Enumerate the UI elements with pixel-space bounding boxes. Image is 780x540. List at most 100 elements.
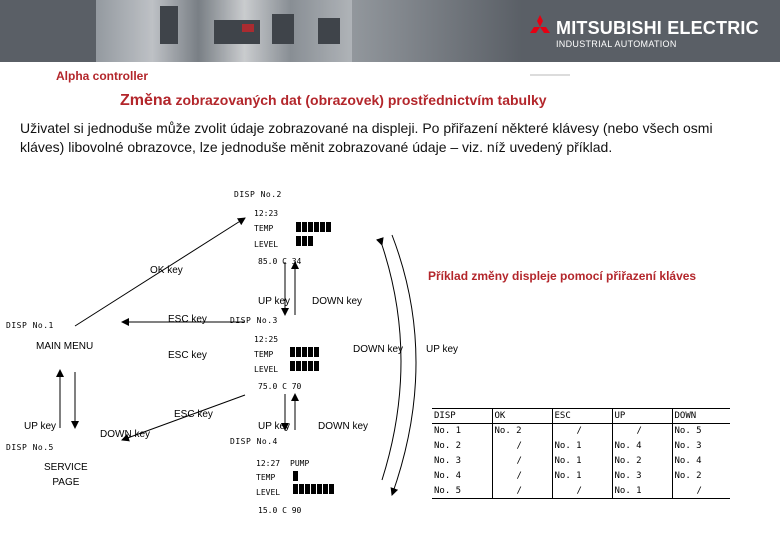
disp4-level-bar (293, 484, 334, 494)
table-cell: / (491, 438, 552, 454)
bar-segment (293, 484, 298, 494)
disp3-value: 75.0 C 70 (258, 382, 302, 391)
table-cell: No. 1 (434, 426, 462, 437)
bar-segment (326, 222, 331, 232)
disp5-name: DISP No.5 (6, 443, 54, 452)
bar-segment (308, 236, 313, 246)
disp1-name: DISP No.1 (6, 321, 54, 330)
table-cell: / (611, 423, 672, 439)
bar-segment (308, 222, 313, 232)
disp4-time: 12:27 (256, 459, 281, 468)
esc-arrow-2 (121, 394, 246, 442)
disp3-time: 12:25 (254, 335, 279, 344)
bar-segment (314, 347, 319, 357)
header-up: UP (611, 408, 672, 424)
table-cell: No. 5 (671, 423, 730, 439)
table-row: No. 3 / No. 1 No. 2 No. 4 (432, 453, 730, 469)
disp2-temp-bar (296, 222, 331, 232)
disp4-temp-label: TEMP (256, 473, 276, 482)
bar-segment (302, 347, 307, 357)
bar-segment (302, 222, 307, 232)
bar-segment (296, 222, 301, 232)
table-header-row: DISP OK ESC UP DOWN (432, 408, 730, 424)
mitsubishi-logo-icon (530, 15, 550, 33)
table-cell: No. 3 (671, 438, 730, 454)
bar-segment (305, 484, 310, 494)
intro-paragraph: Uživatel si jednoduše může zvolit údaje … (20, 120, 713, 155)
table-cell: No. 2 (434, 441, 462, 451)
disp3-level-bar (290, 361, 319, 371)
disp4-temp-bar (293, 471, 298, 481)
up-key-label-1: UP key (258, 296, 291, 307)
disp2-level-label: LEVEL (254, 240, 279, 249)
down-loop-arrow (376, 237, 402, 481)
bar-segment (296, 347, 301, 357)
esc-key-label-2: ESC key (168, 350, 207, 361)
table-cell: No. 2 (671, 468, 730, 484)
disp1-content: MAIN MENU (36, 341, 94, 352)
slide-heading: Změna zobrazovaných dat (obrazovek) pros… (120, 92, 547, 110)
down-key-label-2: DOWN key (353, 344, 403, 355)
ok-key-label: OK key (150, 265, 183, 276)
bar-segment (317, 484, 322, 494)
down-key-label-1: DOWN key (312, 296, 362, 307)
disp3-temp-bar (290, 347, 319, 357)
bar-segment (293, 471, 298, 481)
brand-subtitle: INDUSTRIAL AUTOMATION (556, 39, 677, 49)
table-cell: No. 3 (611, 468, 672, 484)
product-photo-strip (96, 0, 352, 62)
bar-segment (320, 222, 325, 232)
disp3-temp-label: TEMP (254, 350, 274, 359)
diagram-caption: Příklad změny displeje pomocí přiřazení … (428, 269, 697, 283)
ok-key-arrow (74, 217, 246, 327)
bar-segment (290, 361, 295, 371)
bar-segment (302, 361, 307, 371)
table-cell: / (491, 453, 552, 469)
bar-segment (296, 236, 301, 246)
table-cell: No. 5 (432, 483, 492, 499)
disp3-name: DISP No.3 (230, 316, 278, 325)
bar-segment (314, 361, 319, 371)
table-cell: No. 4 (434, 471, 462, 481)
header-esc: ESC (551, 408, 612, 424)
table-cell: No. 1 (611, 483, 672, 499)
disp2-time: 12:23 (254, 209, 279, 218)
table-cell: No. 4 (611, 438, 672, 454)
table-row: No. 5 / / No. 1 / (432, 483, 730, 499)
header-banner: MITSUBISHI ELECTRIC INDUSTRIAL AUTOMATIO… (0, 0, 780, 62)
down-key-label-left: DOWN key (100, 429, 150, 440)
divider (530, 74, 570, 76)
esc-key-label-3: ESC key (174, 409, 213, 420)
bar-segment (314, 222, 319, 232)
table-cell: No. 1 (551, 453, 612, 469)
table-cell: / (671, 483, 730, 499)
up-key-label-2: UP key (426, 344, 459, 355)
table-cell: No. 3 (434, 456, 462, 466)
table-cell: No. 4 (671, 453, 730, 469)
section-title: Alpha controller (56, 69, 149, 83)
heading-lead: Změna (120, 92, 172, 109)
header-down: DOWN (671, 408, 730, 424)
bar-segment (299, 484, 304, 494)
disp3-level-label: LEVEL (254, 365, 279, 374)
table-row: No. 1 No. 2 / / No. 5 (432, 423, 730, 439)
table-cell: / (551, 423, 612, 439)
esc-key-label-1: ESC key (168, 314, 207, 325)
disp4-level-label: LEVEL (256, 488, 281, 497)
bar-segment (329, 484, 334, 494)
bar-segment (323, 484, 328, 494)
disp5-content: SERVICE PAGE (44, 462, 88, 488)
bar-segment (311, 484, 316, 494)
disp2-name: DISP No.2 (234, 190, 282, 199)
table-cell: No. 2 (611, 453, 672, 469)
down-key-label-3: DOWN key (318, 421, 368, 432)
disp4-name: DISP No.4 (230, 437, 278, 446)
bar-segment (302, 236, 307, 246)
bar-segment (290, 347, 295, 357)
disp4-value: 15.0 C 90 (258, 506, 302, 515)
table-cell: No. 2 (491, 423, 552, 439)
up-key-label-left: UP key (24, 421, 57, 432)
disp2-temp-label: TEMP (254, 224, 274, 233)
up-key-label-3: UP key (258, 421, 291, 432)
heading-rest: zobrazovaných dat (obrazovek) prostředni… (171, 92, 547, 108)
